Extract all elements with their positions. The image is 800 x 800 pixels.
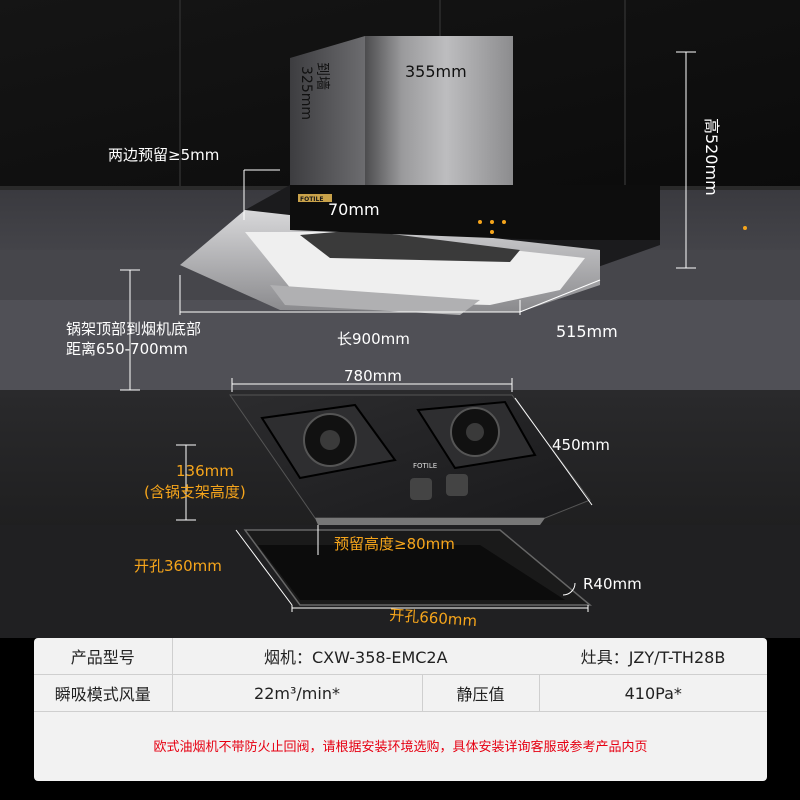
table-cell: 灶具：JZY/T-TH28B <box>539 638 767 675</box>
knob-right <box>446 474 468 496</box>
stove-depth-label: 450mm <box>552 436 610 454</box>
brand-logo <box>298 194 332 202</box>
table-cell-label: 产品型号 <box>34 638 173 675</box>
table-row: 产品型号 烟机：CXW-358-EMC2A 灶具：JZY/T-TH28B <box>34 638 767 675</box>
stove-height-label-line2: (含锅支架高度) <box>144 483 246 501</box>
burner-right-cap <box>466 423 484 441</box>
knob-left <box>410 478 432 500</box>
control-light <box>490 220 494 224</box>
control-light <box>478 220 482 224</box>
table-cell: 410Pa* <box>539 674 767 712</box>
table-cell: 烟机：CXW-358-EMC2A <box>172 638 540 675</box>
hood-depth-label: 515mm <box>556 322 618 341</box>
stove-height-label-line1: 136mm <box>176 462 234 480</box>
spec-table: 产品型号 烟机：CXW-358-EMC2A 灶具：JZY/T-TH28B 瞬吸模… <box>34 638 767 781</box>
pot-distance-label-line1: 锅架顶部到烟机底部 <box>66 320 202 338</box>
to-wall-label: 到墙 <box>314 62 330 90</box>
corner-radius-label: R40mm <box>583 575 642 593</box>
stove-width-label: 780mm <box>344 367 402 385</box>
table-cell: 静压值 <box>422 674 540 712</box>
panel-thickness-label: 70mm <box>328 200 380 219</box>
control-light <box>743 226 747 230</box>
control-light <box>490 230 494 234</box>
brand-logo-text: FOTILE <box>300 196 323 203</box>
side-clearance-label: 两边预留≥5mm <box>108 146 220 164</box>
table-cell-label: 瞬吸模式风量 <box>34 674 173 712</box>
height-label: 高520mm <box>702 118 721 196</box>
pot-distance-label-line2: 距离650-700mm <box>66 340 188 358</box>
control-light <box>502 220 506 224</box>
table-cell: 22m³/min* <box>172 674 423 712</box>
to-wall-value-label: 325mm <box>298 66 314 120</box>
burner-left-cap <box>320 430 340 450</box>
reserve-height-label: 预留高度≥80mm <box>334 535 455 553</box>
table-row: 瞬吸模式风量 22m³/min* 静压值 410Pa* <box>34 674 767 712</box>
warning-note: 欧式油烟机不带防火止回阀，请根据安装环境选购，具体安装详询客服或参考产品内页 <box>153 740 648 755</box>
hood-length-label: 长900mm <box>337 330 410 348</box>
stove-logo: FOTILE <box>413 462 437 470</box>
chimney-width-label: 355mm <box>405 62 467 81</box>
cutout-depth-label: 开孔360mm <box>134 557 222 575</box>
